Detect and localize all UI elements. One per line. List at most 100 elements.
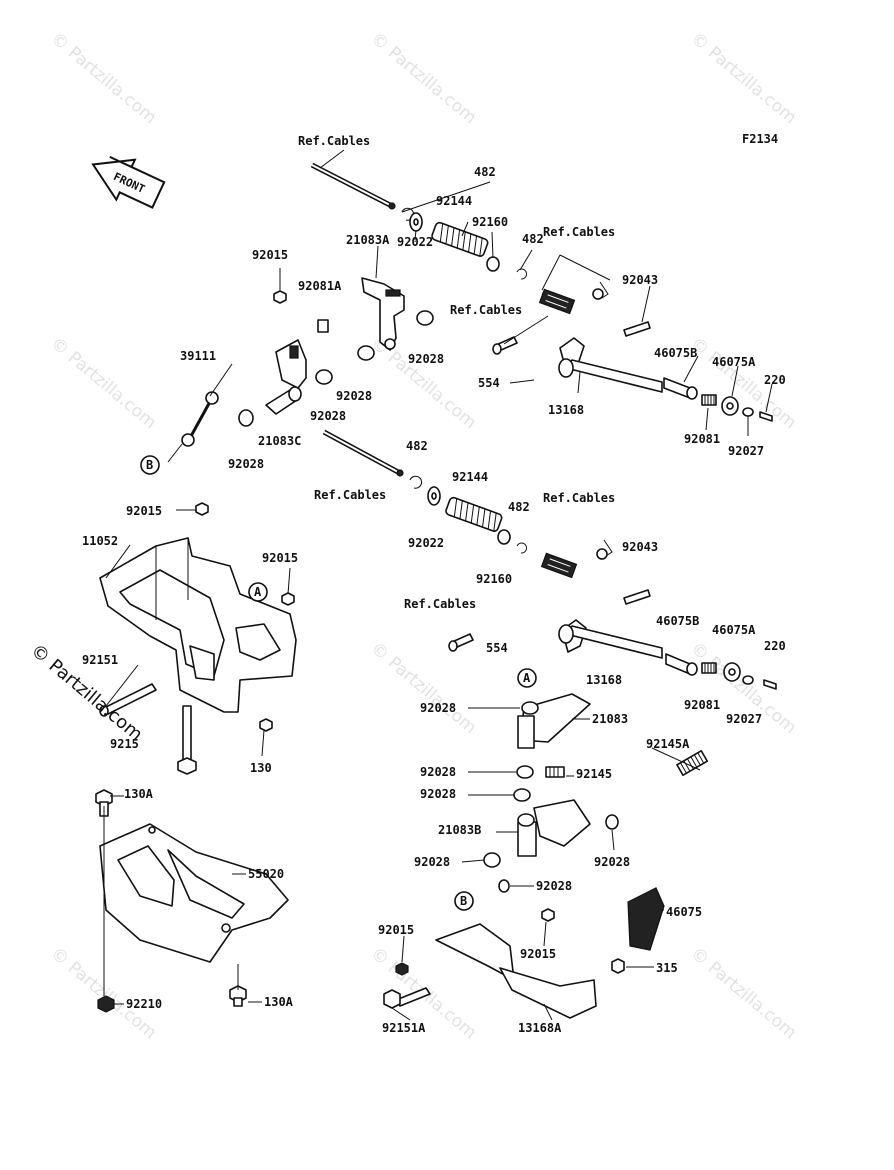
e-clip (401, 207, 415, 221)
collar-92027 (742, 407, 754, 417)
label-39111: 39111 (180, 349, 216, 363)
frame-bolts (99, 502, 295, 775)
label-11052: 11052 (82, 534, 118, 548)
label-92144: 92144 (436, 194, 472, 208)
bushing-92028 (315, 369, 333, 385)
label-46075a: 46075A (712, 355, 756, 369)
nut-92015 (273, 290, 287, 304)
watermark: © Partzilla.com (47, 334, 160, 434)
label-21083c: 21083C (258, 434, 301, 448)
bracket-21083a (361, 277, 405, 351)
bushing (663, 377, 691, 399)
upper-assembly (181, 162, 773, 447)
watermark: © Partzilla.com (367, 639, 480, 739)
watermark: © Partzilla.com (367, 334, 480, 434)
label-92028: 92028 (310, 409, 346, 423)
label-130a: 130A (124, 787, 154, 801)
label-92210: 92210 (126, 997, 162, 1011)
label-92081: 92081 (684, 432, 720, 446)
label-92027: 92027 (726, 712, 762, 726)
label-ref-cables: Ref.Cables (314, 488, 386, 502)
spring (431, 221, 489, 257)
label-92015: 92015 (520, 947, 556, 961)
label-92028: 92028 (420, 701, 456, 715)
label-92160: 92160 (476, 572, 512, 586)
watermark: © Partzilla.com (47, 944, 160, 1044)
label-9215: 9215 (110, 737, 139, 751)
callout-label: A (254, 585, 262, 599)
label-92015: 92015 (126, 504, 162, 518)
label-55020: 55020 (248, 867, 284, 881)
callout-b-lower: B (454, 891, 474, 911)
label-554: 554 (478, 376, 500, 390)
bracket-39111 (275, 339, 307, 389)
brake-lever (558, 337, 663, 393)
label-220: 220 (764, 373, 786, 387)
label-21083: 21083 (592, 712, 628, 726)
watermark: © Partzilla.com (47, 29, 160, 129)
label-92028: 92028 (420, 765, 456, 779)
label-46075: 46075 (666, 905, 702, 919)
label-554: 554 (486, 641, 508, 655)
label-482: 482 (474, 165, 496, 179)
bushing-92028 (357, 345, 375, 361)
stud-92081a (317, 319, 329, 333)
bushing-92028 (238, 409, 254, 427)
skid-plate-55020 (95, 789, 289, 1013)
label-13168: 13168 (548, 403, 584, 417)
callout-label: B (146, 458, 153, 472)
label-92022: 92022 (408, 536, 444, 550)
label-92145: 92145 (576, 767, 612, 781)
clevis-pin (492, 336, 518, 355)
tie-rod (181, 391, 219, 447)
label-ref-cables: Ref.Cables (450, 303, 522, 317)
callout-a-upper: A (248, 582, 268, 602)
label-46075a: 46075A (712, 623, 756, 637)
collar (486, 256, 500, 272)
label-21083a: 21083A (346, 233, 390, 247)
label-92015: 92015 (262, 551, 298, 565)
bushing-92028 (416, 310, 434, 326)
middle-assembly (322, 429, 777, 690)
label-482: 482 (508, 500, 530, 514)
label-13168: 13168 (586, 673, 622, 687)
label-92160: 92160 (472, 215, 508, 229)
label-92145a: 92145A (646, 737, 690, 751)
watermark: © Partzilla.com (687, 29, 800, 129)
label-92028: 92028 (228, 457, 264, 471)
watermark: © Partzilla.com (687, 944, 800, 1044)
label-ref-cables: Ref.Cables (404, 597, 476, 611)
label-92144: 92144 (452, 470, 488, 484)
label-92027: 92027 (728, 444, 764, 458)
label-46075b: 46075B (654, 346, 697, 360)
watermark: © Partzilla.com (367, 29, 480, 129)
callout-label: B (460, 894, 467, 908)
label-130a: 130A (264, 995, 294, 1009)
front-arrow-icon: FRONT (91, 155, 166, 209)
callout-a-lower: A (517, 668, 537, 688)
label-92081: 92081 (684, 698, 720, 712)
label-ref-cables: Ref.Cables (543, 491, 615, 505)
part-labels: Ref.Cables 482 92144 92160 482 Ref.Cable… (82, 134, 786, 1035)
bolt-220 (759, 411, 773, 422)
callout-label: A (523, 671, 531, 685)
small-spring (701, 394, 717, 406)
label-92028: 92028 (336, 389, 372, 403)
label-92028: 92028 (408, 352, 444, 366)
label-92081a: 92081A (298, 279, 342, 293)
frame-11052 (99, 537, 297, 713)
label-ref-cables: Ref.Cables (298, 134, 370, 148)
callout-b-upper: B (140, 455, 160, 475)
label-220: 220 (764, 639, 786, 653)
label-92028: 92028 (594, 855, 630, 869)
label-482: 482 (406, 439, 428, 453)
label-92151a: 92151A (382, 1021, 426, 1035)
label-92028: 92028 (420, 787, 456, 801)
label-92022: 92022 (397, 235, 433, 249)
cable-end-bracket (538, 288, 576, 315)
label-92028: 92028 (414, 855, 450, 869)
leader-lines (105, 149, 773, 1021)
label-92043: 92043 (622, 540, 658, 554)
label-92151: 92151 (82, 653, 118, 667)
